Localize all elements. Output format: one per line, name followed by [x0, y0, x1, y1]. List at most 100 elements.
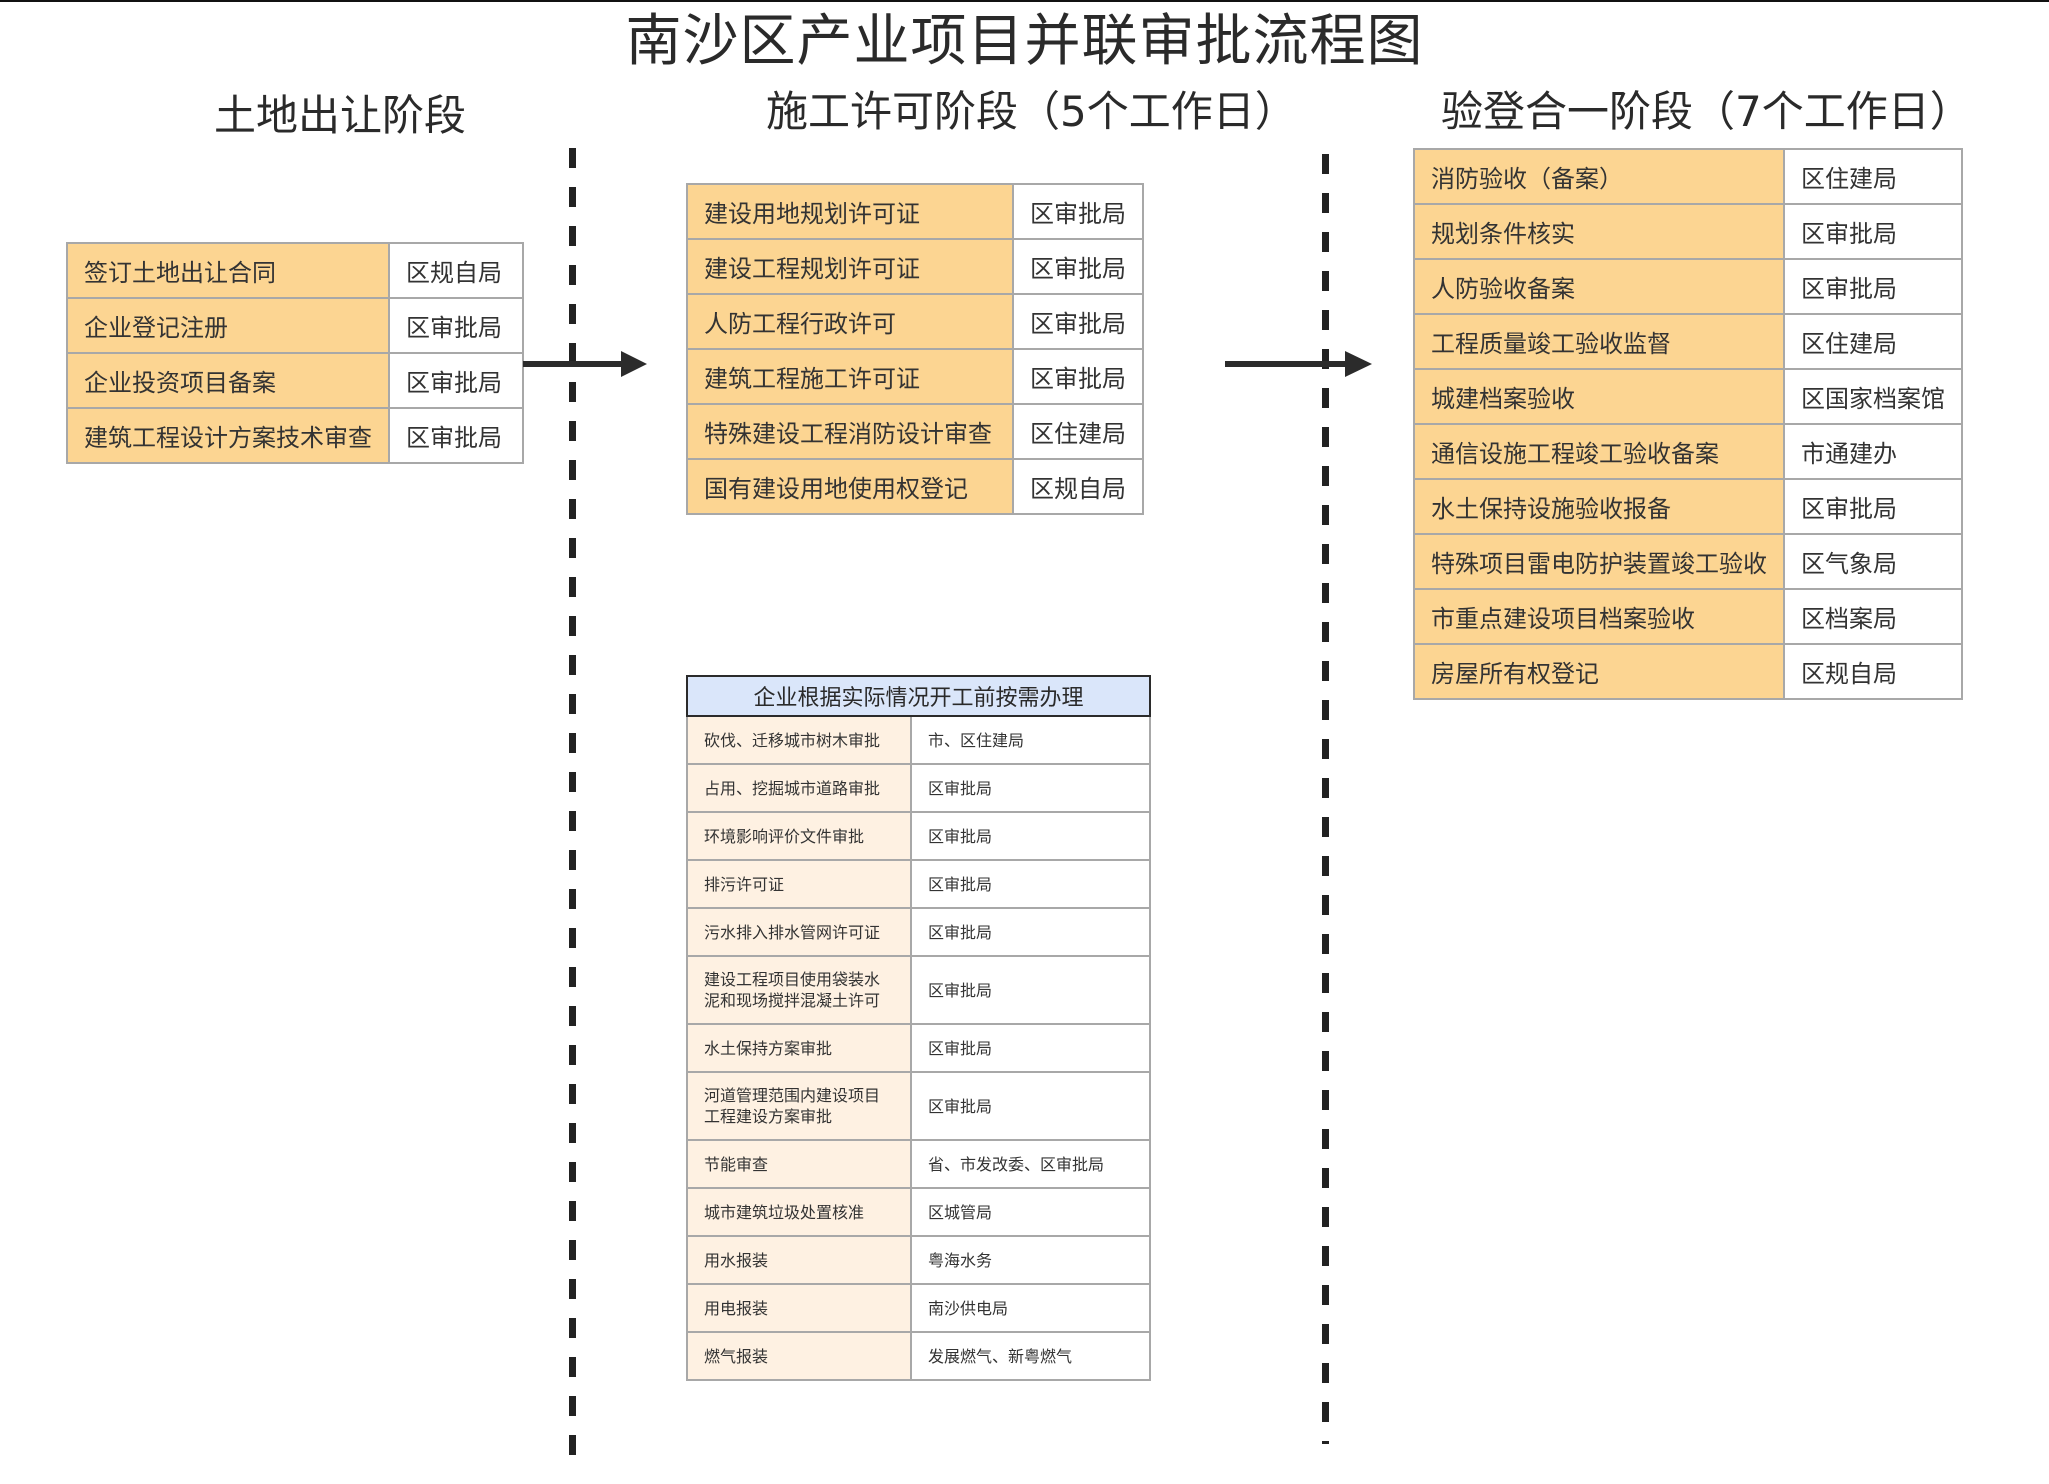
stage-item: 消防验收（备案）	[1413, 148, 1785, 205]
arrow-right-icon	[523, 351, 647, 377]
stage-dept: 区住建局	[1783, 148, 1963, 205]
optional-item: 砍伐、迁移城市树木审批	[686, 715, 912, 765]
land-stage-table: 签订土地出让合同 区规自局 企业登记注册 区审批局 企业投资项目备案 区审批局 …	[66, 242, 524, 464]
table-row: 砍伐、迁移城市树木审批 市、区住建局	[686, 715, 1151, 765]
table-row: 建设工程规划许可证 区审批局	[686, 238, 1144, 295]
optional-dept: 区城管局	[910, 1187, 1151, 1237]
stage-item: 特殊项目雷电防护装置竣工验收	[1413, 533, 1785, 590]
stage-item: 签订土地出让合同	[66, 242, 390, 299]
arrow-right-icon	[1225, 351, 1372, 377]
stage-dept: 区国家档案馆	[1783, 368, 1963, 425]
table-row: 河道管理范围内建设项目工程建设方案审批 区审批局	[686, 1071, 1151, 1141]
stage-item: 建设用地规划许可证	[686, 183, 1014, 240]
optional-dept: 区审批局	[910, 1023, 1151, 1073]
stage-item: 建设工程规划许可证	[686, 238, 1014, 295]
table-row: 节能审查 省、市发改委、区审批局	[686, 1139, 1151, 1189]
stage-dept: 区住建局	[1783, 313, 1963, 370]
stage-dept: 区审批局	[388, 297, 524, 354]
stage-item: 建筑工程设计方案技术审查	[66, 407, 390, 464]
table-row: 市重点建设项目档案验收 区档案局	[1413, 588, 1963, 645]
optional-item: 节能审查	[686, 1139, 912, 1189]
table-row: 企业投资项目备案 区审批局	[66, 352, 524, 409]
stage-title-construction: 施工许可阶段（5个工作日）	[766, 87, 1297, 136]
optional-item: 环境影响评价文件审批	[686, 811, 912, 861]
optional-item: 河道管理范围内建设项目工程建设方案审批	[686, 1071, 912, 1141]
table-row: 城市建筑垃圾处置核准 区城管局	[686, 1187, 1151, 1237]
acceptance-stage-table: 消防验收（备案） 区住建局 规划条件核实 区审批局 人防验收备案 区审批局 工程…	[1413, 148, 1963, 700]
optional-table-title: 企业根据实际情况开工前按需办理	[686, 675, 1151, 717]
table-row: 建筑工程设计方案技术审查 区审批局	[66, 407, 524, 464]
optional-dept: 区审批局	[910, 907, 1151, 957]
stage-item: 房屋所有权登记	[1413, 643, 1785, 700]
table-row: 企业登记注册 区审批局	[66, 297, 524, 354]
table-row: 消防验收（备案） 区住建局	[1413, 148, 1963, 205]
table-row: 污水排入排水管网许可证 区审批局	[686, 907, 1151, 957]
table-row: 特殊项目雷电防护装置竣工验收 区气象局	[1413, 533, 1963, 590]
optional-dept: 区审批局	[910, 955, 1151, 1025]
stage-dept: 区审批局	[1783, 203, 1963, 260]
stage-divider-right	[1322, 154, 1329, 1444]
stage-dept: 区审批局	[1783, 478, 1963, 535]
table-row: 环境影响评价文件审批 区审批局	[686, 811, 1151, 861]
stage-item: 企业投资项目备案	[66, 352, 390, 409]
stage-dept: 区审批局	[388, 352, 524, 409]
stage-item: 水土保持设施验收报备	[1413, 478, 1785, 535]
table-header-row: 企业根据实际情况开工前按需办理	[686, 675, 1151, 717]
stage-item: 人防工程行政许可	[686, 293, 1014, 350]
stage-dept: 区规自局	[1783, 643, 1963, 700]
stage-item: 市重点建设项目档案验收	[1413, 588, 1785, 645]
stage-item: 国有建设用地使用权登记	[686, 458, 1014, 515]
table-row: 水土保持方案审批 区审批局	[686, 1023, 1151, 1073]
optional-dept: 区审批局	[910, 859, 1151, 909]
stage-title-land: 土地出让阶段	[214, 91, 467, 140]
optional-dept: 区审批局	[910, 811, 1151, 861]
optional-item: 占用、挖掘城市道路审批	[686, 763, 912, 813]
table-row: 人防验收备案 区审批局	[1413, 258, 1963, 315]
stage-dept: 区档案局	[1783, 588, 1963, 645]
construction-stage-table: 建设用地规划许可证 区审批局 建设工程规划许可证 区审批局 人防工程行政许可 区…	[686, 183, 1144, 515]
stage-dept: 区审批局	[1783, 258, 1963, 315]
table-row: 国有建设用地使用权登记 区规自局	[686, 458, 1144, 515]
optional-items-table: 企业根据实际情况开工前按需办理 砍伐、迁移城市树木审批 市、区住建局 占用、挖掘…	[686, 675, 1151, 1381]
stage-divider-left	[569, 148, 576, 1462]
optional-item: 用水报装	[686, 1235, 912, 1285]
optional-item: 用电报装	[686, 1283, 912, 1333]
table-row: 建设工程项目使用袋装水泥和现场搅拌混凝土许可 区审批局	[686, 955, 1151, 1025]
table-row: 建设用地规划许可证 区审批局	[686, 183, 1144, 240]
stage-item: 工程质量竣工验收监督	[1413, 313, 1785, 370]
optional-dept: 区审批局	[910, 1071, 1151, 1141]
table-row: 通信设施工程竣工验收备案 市通建办	[1413, 423, 1963, 480]
stage-dept: 区审批局	[1012, 183, 1144, 240]
table-row: 工程质量竣工验收监督 区住建局	[1413, 313, 1963, 370]
table-row: 占用、挖掘城市道路审批 区审批局	[686, 763, 1151, 813]
stage-dept: 区规自局	[388, 242, 524, 299]
stage-dept: 区审批局	[1012, 348, 1144, 405]
stage-dept: 区气象局	[1783, 533, 1963, 590]
stage-dept: 区审批局	[388, 407, 524, 464]
stage-dept: 区审批局	[1012, 238, 1144, 295]
table-row: 燃气报装 发展燃气、新粤燃气	[686, 1331, 1151, 1381]
table-row: 用电报装 南沙供电局	[686, 1283, 1151, 1333]
table-row: 建筑工程施工许可证 区审批局	[686, 348, 1144, 405]
optional-item: 排污许可证	[686, 859, 912, 909]
stage-dept: 市通建办	[1783, 423, 1963, 480]
stage-item: 规划条件核实	[1413, 203, 1785, 260]
table-row: 人防工程行政许可 区审批局	[686, 293, 1144, 350]
table-row: 特殊建设工程消防设计审查 区住建局	[686, 403, 1144, 460]
table-row: 规划条件核实 区审批局	[1413, 203, 1963, 260]
optional-item: 水土保持方案审批	[686, 1023, 912, 1073]
stage-item: 企业登记注册	[66, 297, 390, 354]
stage-item: 建筑工程施工许可证	[686, 348, 1014, 405]
stage-dept: 区审批局	[1012, 293, 1144, 350]
table-row: 签订土地出让合同 区规自局	[66, 242, 524, 299]
optional-item: 燃气报装	[686, 1331, 912, 1381]
table-row: 排污许可证 区审批局	[686, 859, 1151, 909]
optional-item: 城市建筑垃圾处置核准	[686, 1187, 912, 1237]
diagram-title: 南沙区产业项目并联审批流程图	[625, 9, 1424, 74]
optional-dept: 省、市发改委、区审批局	[910, 1139, 1151, 1189]
table-row: 用水报装 粤海水务	[686, 1235, 1151, 1285]
table-row: 房屋所有权登记 区规自局	[1413, 643, 1963, 700]
stage-item: 城建档案验收	[1413, 368, 1785, 425]
stage-item: 特殊建设工程消防设计审查	[686, 403, 1014, 460]
optional-dept: 区审批局	[910, 763, 1151, 813]
